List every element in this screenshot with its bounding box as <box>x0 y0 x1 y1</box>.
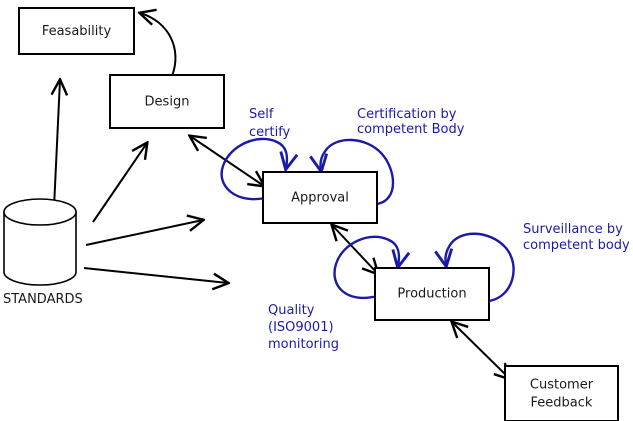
node-customer-feedback: Customer Feedback <box>504 365 619 421</box>
certification-line1: Certification by <box>357 107 457 122</box>
quality-line1: Quality <box>268 303 315 318</box>
feasability-box <box>18 7 135 55</box>
quality-line3: monitoring <box>268 337 339 352</box>
edge-design-to-feasability <box>140 13 177 77</box>
self-certify-line1: Self <box>249 107 274 122</box>
quality-line2: (ISO9001) <box>268 320 334 335</box>
annotation-self-certify: Self certify <box>249 107 291 140</box>
certification-line2: competent Body <box>357 122 465 137</box>
loop-production-surveillance <box>445 232 515 303</box>
feasability-label: Feasability <box>42 24 112 39</box>
edge-standards-to-production <box>83 267 228 283</box>
surveillance-line1: Surveillance by <box>523 222 623 237</box>
node-approval: Approval <box>262 171 378 224</box>
annotation-surveillance-by-competent-body: Surveillance by competent body <box>523 222 630 253</box>
annotation-certification-by-competent-body: Certification by competent Body <box>357 107 465 137</box>
edge-design-approval <box>190 136 264 186</box>
self-certify-line2: certify <box>249 125 291 140</box>
edge-standards-to-approval <box>85 220 203 246</box>
edge-standards-to-design <box>92 143 147 223</box>
standards-label: STANDARDS <box>3 292 83 307</box>
node-production: Production <box>374 267 490 321</box>
edge-approval-production <box>332 225 378 274</box>
production-box <box>374 267 490 321</box>
standards-cylinder-body <box>3 211 77 286</box>
node-standards: STANDARDS <box>3 198 83 307</box>
approval-box <box>262 171 378 224</box>
approval-label: Approval <box>291 191 349 206</box>
loop-approval-certification <box>321 138 395 206</box>
node-design: Design <box>109 74 225 129</box>
customer-feedback-label-line2: Feedback <box>531 396 593 411</box>
design-box <box>109 74 225 129</box>
loop-approval-self-certify <box>220 137 287 201</box>
annotation-quality-iso9001-monitoring: Quality (ISO9001) monitoring <box>268 303 339 352</box>
loop-production-quality <box>333 235 399 299</box>
design-label: Design <box>145 95 190 110</box>
standards-cylinder-top <box>3 198 77 226</box>
surveillance-line2: competent body <box>523 238 630 253</box>
node-feasability: Feasability <box>18 7 135 55</box>
production-label: Production <box>397 287 466 302</box>
edge-production-customer-feedback <box>452 322 510 379</box>
customer-feedback-label-line1: Customer <box>530 378 594 393</box>
customer-feedback-box <box>504 365 619 421</box>
